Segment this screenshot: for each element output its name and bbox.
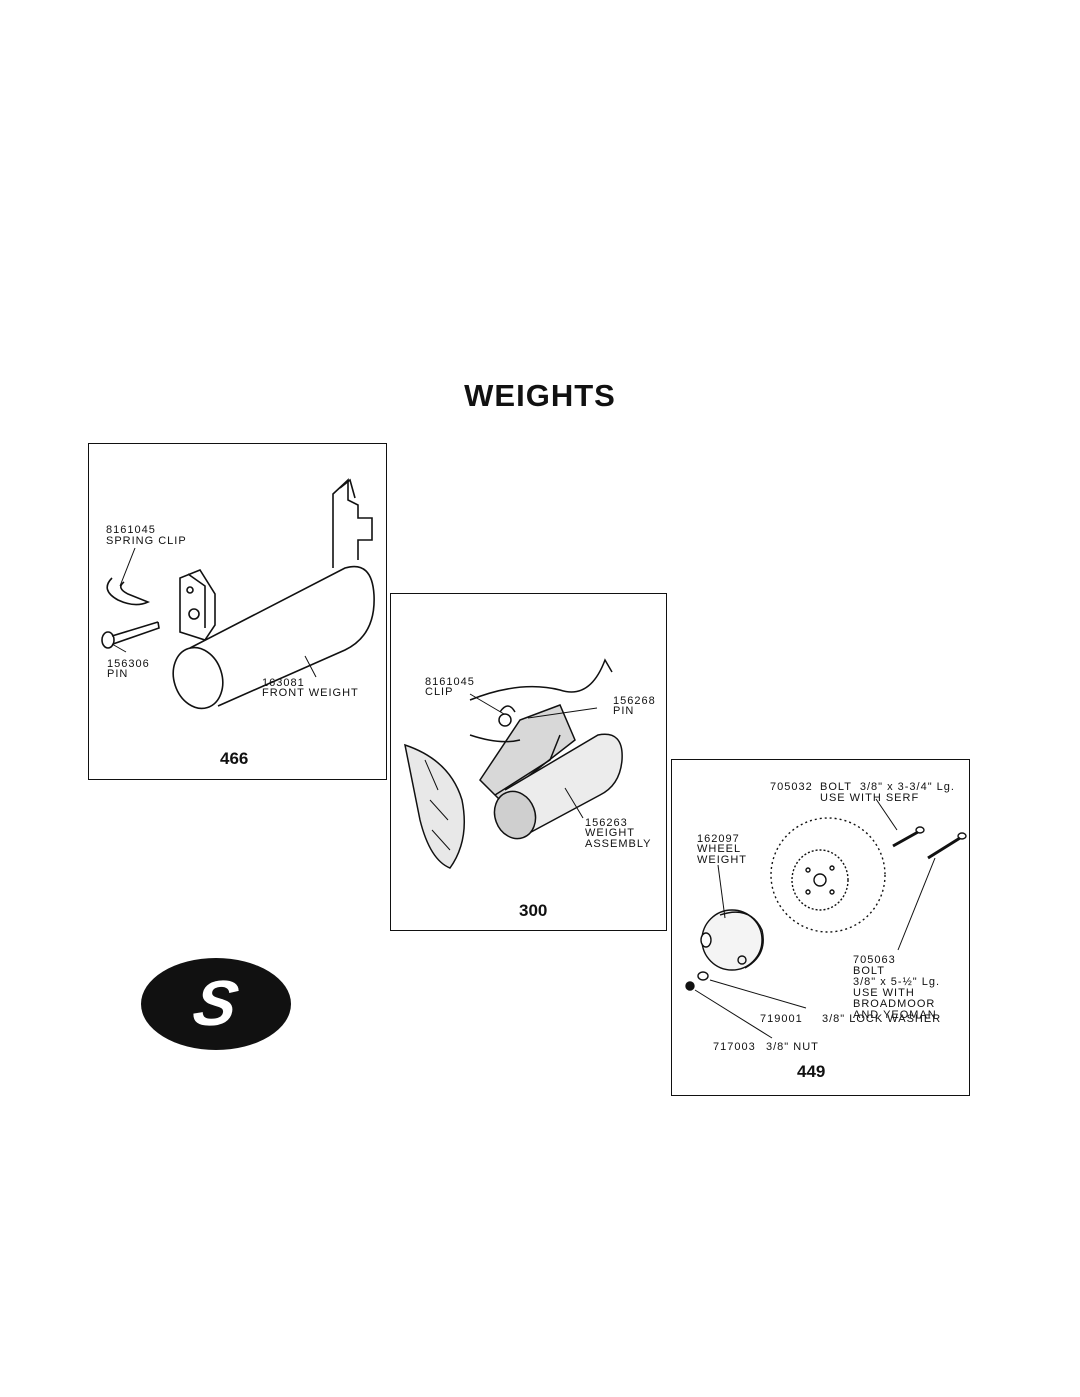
label-clip-desc: CLIP: [425, 686, 454, 698]
label-spring-clip-desc: SPRING CLIP: [106, 535, 187, 547]
label-bolt-705032-part: 705032: [770, 781, 813, 793]
panel-number-449: 449: [797, 1062, 826, 1081]
panel-number-300: 300: [519, 901, 548, 920]
panel-number-466: 466: [220, 749, 249, 768]
label-pin-156268-desc: PIN: [613, 705, 635, 717]
label-front-weight-desc: FRONT WEIGHT: [262, 687, 359, 699]
panel-front-weight: [88, 443, 387, 780]
label-clip-part: 8161045: [425, 676, 475, 688]
label-wheel-weight-desc: WHEEL WEIGHT: [697, 843, 747, 866]
label-bolt-705063-desc: BOLT 3/8" x 5-½" Lg. USE WITH BROADMOOR …: [853, 965, 941, 1021]
label-pin-part: 156306: [107, 658, 150, 670]
page-title: WEIGHTS: [464, 378, 616, 413]
label-pin-156268-part: 156268: [613, 695, 656, 707]
label-nut-part: 717003: [713, 1041, 756, 1053]
label-bolt-705063-part: 705063: [853, 954, 896, 966]
label-front-weight-part: 163081: [262, 677, 305, 689]
label-bolt-705032-desc: BOLT 3/8" x 3-3/4" Lg. USE WITH SERF: [820, 781, 955, 804]
s-logo: S: [141, 958, 291, 1050]
label-pin-desc: PIN: [107, 668, 129, 680]
label-lock-washer-part: 719001: [760, 1013, 803, 1025]
label-weight-assembly-desc: WEIGHT ASSEMBLY: [585, 827, 652, 850]
label-lock-washer-desc: 3/8" LOCK WASHER: [822, 1013, 942, 1025]
label-nut-desc: 3/8" NUT: [766, 1041, 819, 1053]
label-spring-clip-part: 8161045: [106, 524, 156, 536]
label-wheel-weight-part: 162097: [697, 833, 740, 845]
label-weight-assembly-part: 156263: [585, 817, 628, 829]
